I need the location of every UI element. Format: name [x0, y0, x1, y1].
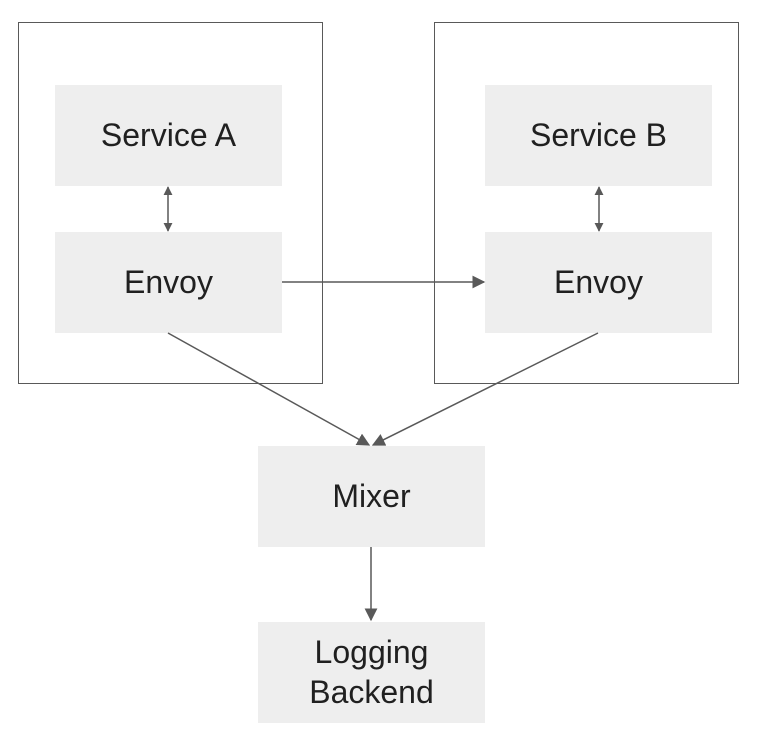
envoy-a-node: Envoy	[55, 232, 282, 333]
logging-backend-label: Logging Backend	[309, 634, 434, 710]
envoy-a-label: Envoy	[124, 263, 213, 300]
service-a-node: Service A	[55, 85, 282, 186]
service-a-label: Service A	[100, 116, 237, 153]
envoy-b-label: Envoy	[554, 263, 643, 300]
logging-backend-node: Logging Backend	[258, 622, 485, 723]
envoy-b-node: Envoy	[485, 232, 712, 333]
service-b-label: Service B	[530, 116, 667, 153]
service-b-node: Service B	[485, 85, 712, 186]
mixer-node: Mixer	[258, 446, 485, 547]
mixer-label: Mixer	[332, 477, 411, 514]
